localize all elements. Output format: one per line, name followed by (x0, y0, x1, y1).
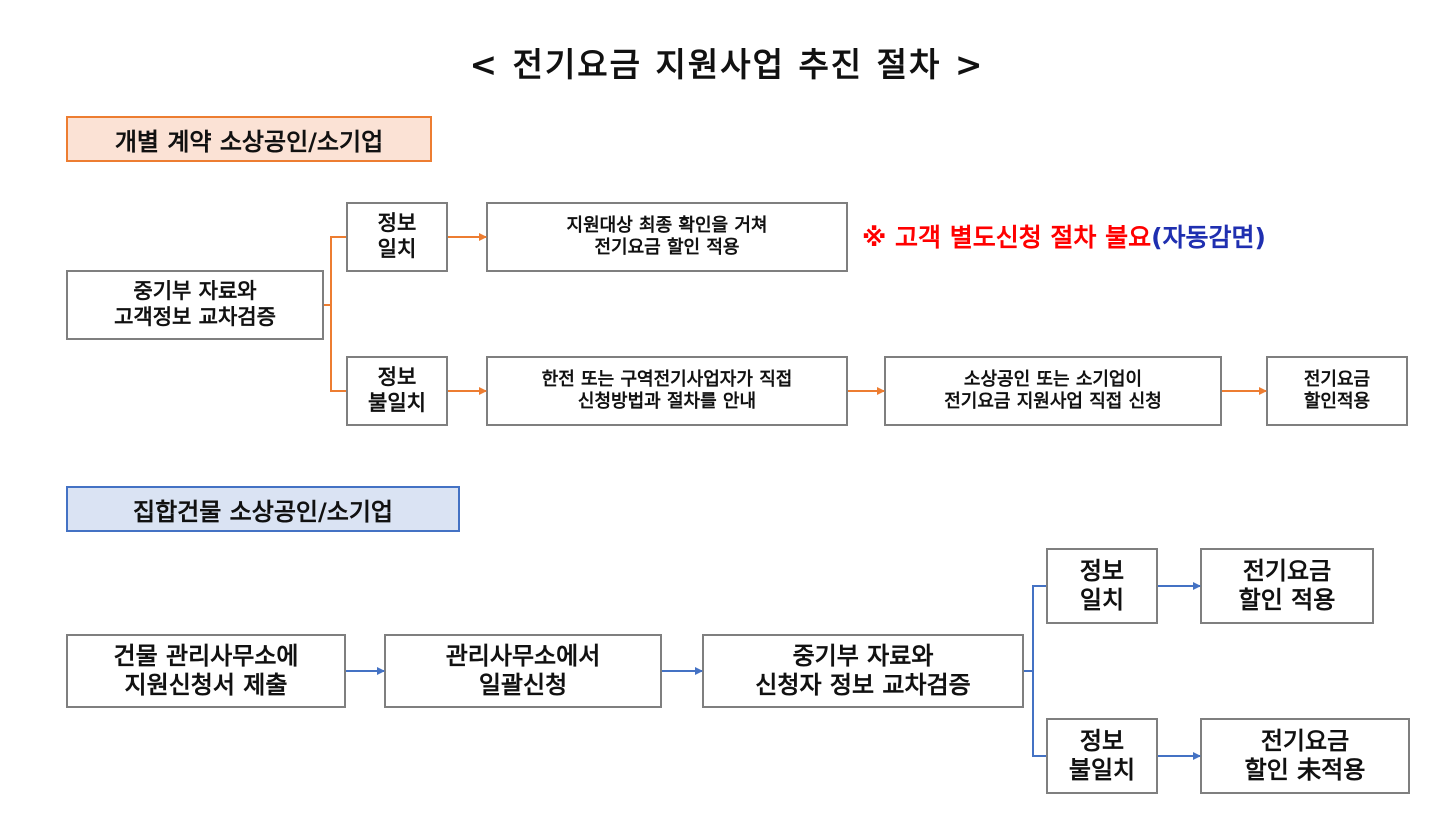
s1-start-box: 중기부 자료와 고객정보 교차검증 (66, 270, 324, 340)
auto-exemption-note: ※ 고객 별도신청 절차 불요(자동감면) (862, 218, 1266, 254)
s2-step2-text: 관리사무소에서 일괄신청 (445, 641, 601, 699)
s2-mismatch-result-box: 전기요금 할인 未적용 (1200, 718, 1410, 794)
s2-match-text: 정보 일치 (1079, 556, 1125, 614)
s2-branch-connector (1024, 585, 1046, 757)
s1-mismatch-step1-text: 한전 또는 구역전기사업자가 직접 신청방법과 절차를 안내 (541, 369, 793, 412)
s2-mismatch-text: 정보 불일치 (1068, 726, 1136, 784)
s1-match-box: 정보 일치 (346, 202, 448, 272)
s2-match-result-box: 전기요금 할인 적용 (1200, 548, 1374, 624)
s2-step2-box: 관리사무소에서 일괄신청 (384, 634, 662, 708)
section1-label: 개별 계약 소상공인/소기업 (66, 116, 432, 162)
s1-mismatch-step2-box: 소상공인 또는 소기업이 전기요금 지원사업 직접 신청 (884, 356, 1222, 426)
s2-mismatch-result-text: 전기요금 할인 未적용 (1244, 726, 1366, 784)
s1-mismatch-step3-box: 전기요금 할인적용 (1266, 356, 1408, 426)
s2-match-result-text: 전기요금 할인 적용 (1238, 556, 1336, 614)
s1-mismatch-box: 정보 불일치 (346, 356, 448, 426)
s1-match-result-text: 지원대상 최종 확인을 거쳐 전기요금 할인 적용 (566, 215, 768, 258)
s1-mismatch-step2-text: 소상공인 또는 소기업이 전기요금 지원사업 직접 신청 (944, 369, 1162, 412)
s1-mismatch-text: 정보 불일치 (368, 365, 426, 415)
s2-step3-box: 중기부 자료와 신청자 정보 교차검증 (702, 634, 1024, 708)
note-red-text: ※ 고객 별도신청 절차 불요 (862, 223, 1152, 252)
s1-mismatch-step3-text: 전기요금 할인적용 (1303, 369, 1371, 412)
s2-step1-box: 건물 관리사무소에 지원신청서 제출 (66, 634, 346, 708)
s1-branch-connector (324, 236, 346, 392)
s2-step1-text: 건물 관리사무소에 지원신청서 제출 (113, 641, 299, 699)
s1-mismatch-step1-box: 한전 또는 구역전기사업자가 직접 신청방법과 절차를 안내 (486, 356, 848, 426)
s2-step3-text: 중기부 자료와 신청자 정보 교차검증 (755, 641, 971, 699)
s1-start-text: 중기부 자료와 고객정보 교차검증 (114, 279, 276, 329)
s2-match-box: 정보 일치 (1046, 548, 1158, 624)
section2-label: 집합건물 소상공인/소기업 (66, 486, 460, 532)
s2-mismatch-box: 정보 불일치 (1046, 718, 1158, 794)
s1-match-text: 정보 일치 (377, 211, 417, 261)
s1-match-result-box: 지원대상 최종 확인을 거쳐 전기요금 할인 적용 (486, 202, 848, 272)
note-blue-text: (자동감면) (1151, 223, 1266, 252)
page-title: < 전기요금 지원사업 추진 절차 > (469, 45, 985, 84)
